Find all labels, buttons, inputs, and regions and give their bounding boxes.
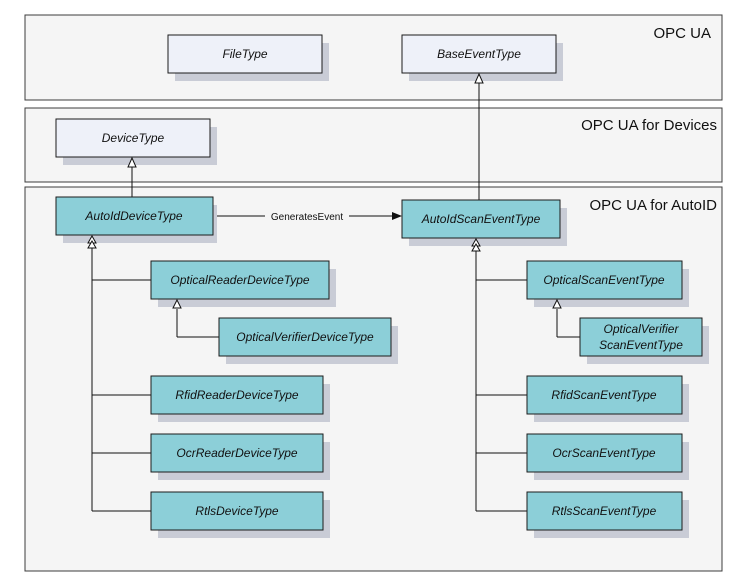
svg-text:RfidReaderDeviceType: RfidReaderDeviceType (175, 388, 298, 402)
node-optical-reader-device-type[interactable]: OpticalReaderDeviceType (150, 260, 336, 307)
node-rtls-device-type[interactable]: RtlsDeviceType (150, 491, 330, 538)
node-ocr-reader-device-type[interactable]: OcrReaderDeviceType (150, 433, 330, 480)
svg-text:OcrScanEventType: OcrScanEventType (552, 446, 655, 460)
layer-title-opc-ua: OPC UA (653, 25, 711, 42)
svg-text:OpticalVerifier: OpticalVerifier (604, 322, 680, 336)
layer-title-opc-ua-devices: OPC UA for Devices (581, 117, 717, 134)
svg-text:AutoIdDeviceType: AutoIdDeviceType (84, 209, 182, 223)
node-optical-verifier-device-type[interactable]: OpticalVerifierDeviceType (218, 317, 398, 364)
node-file-type[interactable]: FileType (167, 34, 329, 81)
inheritance-arrow-autoid-scan-2 (471, 242, 481, 252)
node-rtls-scan-event-type[interactable]: RtlsScanEventType (526, 491, 689, 538)
svg-text:RtlsScanEventType: RtlsScanEventType (552, 504, 657, 518)
inheritance-arrow-autoid-device-2 (87, 239, 97, 249)
node-optical-verifier-scan-event-type[interactable]: OpticalVerifier ScanEventType (579, 317, 709, 364)
svg-text:OpticalVerifierDeviceType: OpticalVerifierDeviceType (236, 330, 374, 344)
node-ocr-scan-event-type[interactable]: OcrScanEventType (526, 433, 689, 480)
node-optical-scan-event-type[interactable]: OpticalScanEventType (526, 260, 689, 307)
inheritance-arrow-optical-reader (172, 298, 182, 309)
svg-text:OcrReaderDeviceType: OcrReaderDeviceType (176, 446, 297, 460)
node-rfid-reader-device-type[interactable]: RfidReaderDeviceType (150, 375, 330, 422)
inheritance-arrow-base-event (474, 72, 484, 84)
inheritance-arrowheads (87, 72, 562, 309)
node-rfid-scan-event-type[interactable]: RfidScanEventType (526, 375, 689, 422)
generates-event-arrowhead (392, 212, 402, 220)
node-autoid-device-type[interactable]: AutoIdDeviceType (55, 196, 217, 243)
svg-text:OpticalScanEventType: OpticalScanEventType (543, 273, 664, 287)
svg-text:FileType: FileType (222, 47, 267, 61)
svg-text:BaseEventType: BaseEventType (437, 47, 521, 61)
svg-text:DeviceType: DeviceType (102, 131, 165, 145)
svg-text:RfidScanEventType: RfidScanEventType (551, 388, 656, 402)
inheritance-arrow-device-type (127, 156, 137, 168)
generates-event-label: GeneratesEvent (271, 212, 343, 223)
layer-opc-ua: OPC UA (24, 14, 723, 101)
layer-title-opc-ua-autoid: OPC UA for AutoID (589, 197, 717, 214)
inheritance-arrow-optical-scan (552, 298, 562, 309)
node-autoid-scan-event-type[interactable]: AutoIdScanEventType (401, 199, 567, 246)
node-device-type[interactable]: DeviceType (55, 118, 217, 165)
svg-text:RtlsDeviceType: RtlsDeviceType (195, 504, 278, 518)
node-base-event-type[interactable]: BaseEventType (401, 34, 563, 81)
svg-text:ScanEventType: ScanEventType (599, 338, 683, 352)
connectors (91, 83, 580, 512)
svg-text:OpticalReaderDeviceType: OpticalReaderDeviceType (170, 273, 309, 287)
generates-event-relation: GeneratesEvent (265, 209, 402, 223)
svg-text:AutoIdScanEventType: AutoIdScanEventType (421, 212, 541, 226)
